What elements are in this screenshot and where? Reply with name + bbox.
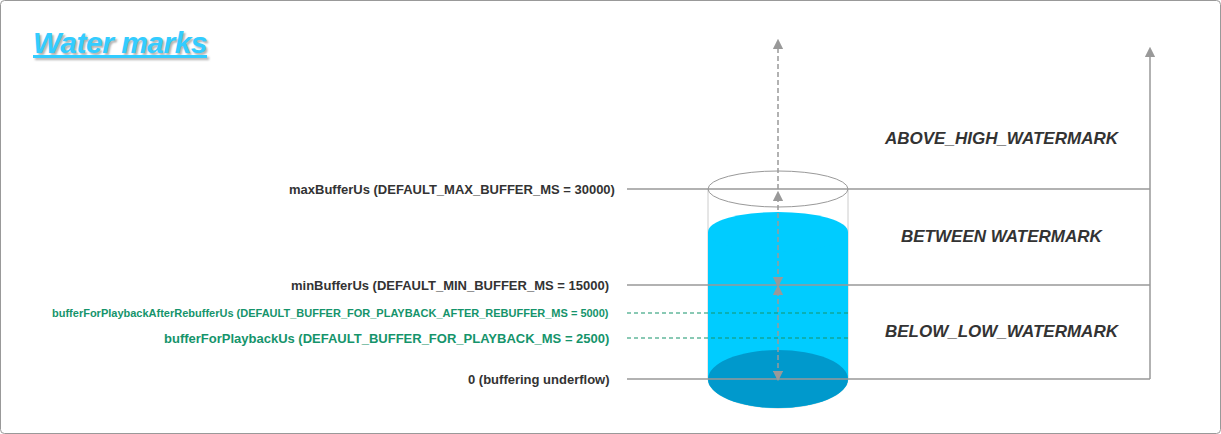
between-arrow bbox=[777, 196, 779, 282]
mark-label: minBufferUs (DEFAULT_MIN_BUFFER_MS = 150… bbox=[291, 278, 609, 293]
min-line bbox=[627, 284, 1150, 286]
mark-label: 0 (buffering underflow) bbox=[468, 372, 610, 387]
max-line bbox=[627, 188, 1150, 190]
above-arrow bbox=[777, 44, 779, 189]
below-arrow bbox=[777, 290, 779, 376]
water-fill bbox=[708, 232, 848, 408]
playback-line bbox=[627, 337, 848, 338]
rebuffer-line bbox=[627, 312, 848, 313]
zone-label: ABOVE_HIGH_WATERMARK bbox=[885, 129, 1118, 149]
zone-label: BELOW_LOW_WATERMARK bbox=[885, 322, 1118, 342]
mark-label: bufferForPlaybackUs (DEFAULT_BUFFER_FOR_… bbox=[164, 331, 609, 346]
diagram-title: Water marks bbox=[33, 26, 207, 60]
mark-label: maxBufferUs (DEFAULT_MAX_BUFFER_MS = 300… bbox=[289, 182, 615, 197]
tank-body bbox=[708, 189, 848, 408]
mark-label: bufferForPlaybackAfterRebufferUs (DEFAUL… bbox=[52, 307, 609, 319]
zone-label: BETWEEN WATERMARK bbox=[901, 227, 1102, 247]
zero-line bbox=[627, 378, 1150, 380]
axis-arrow bbox=[1149, 52, 1151, 379]
